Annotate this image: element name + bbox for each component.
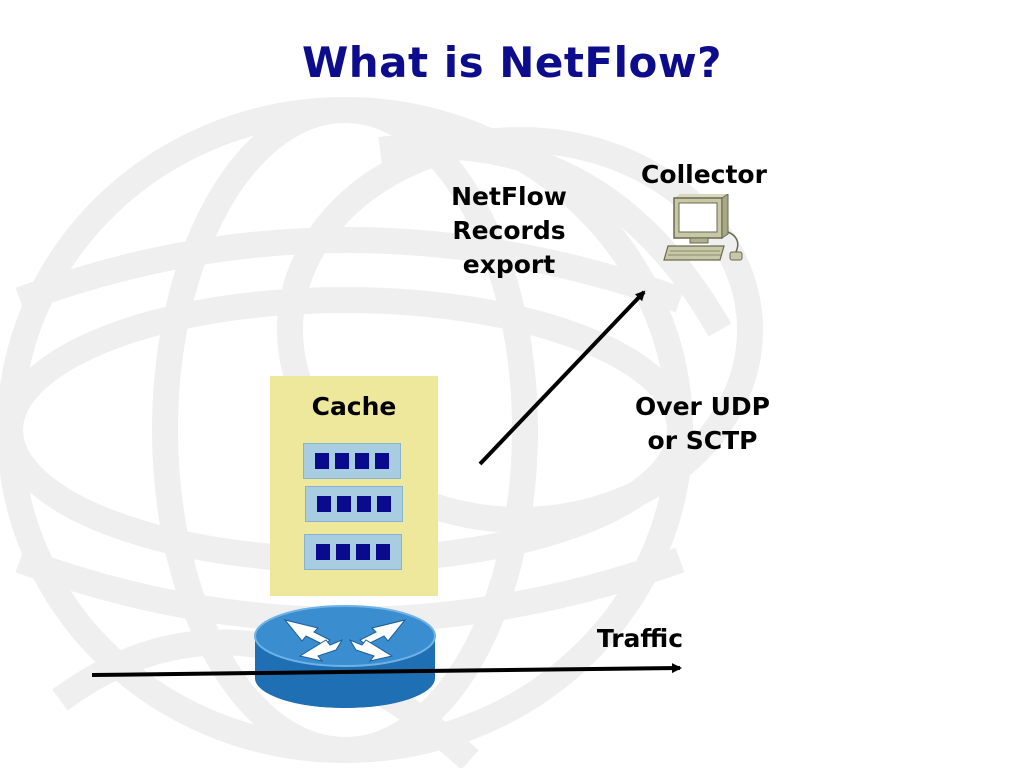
export-label-line: export [462, 250, 556, 279]
export-label-line: Records [452, 216, 566, 245]
cache-cell [356, 544, 370, 560]
collector-computer-icon [663, 194, 743, 261]
page-title: What is NetFlow? [301, 38, 723, 87]
cache-cell [315, 453, 329, 469]
cache-row [303, 443, 401, 479]
cache-title: Cache [311, 392, 397, 421]
cache-cell [337, 496, 351, 512]
transport-label-line: or SCTP [647, 426, 758, 455]
cache-box: Cache [270, 376, 438, 596]
export-label: NetFlow Records export [420, 180, 598, 282]
cache-cell [357, 496, 371, 512]
export-label-line: NetFlow [451, 182, 567, 211]
collector-label: Collector [641, 160, 767, 189]
router-icon [254, 605, 436, 708]
cache-cell [355, 453, 369, 469]
transport-label: Over UDP or SCTP [600, 390, 805, 458]
transport-label-line: Over UDP [635, 392, 770, 421]
cache-cell [377, 496, 391, 512]
traffic-arrow [91, 663, 682, 677]
cache-cell [317, 496, 331, 512]
cache-cell [335, 453, 349, 469]
cache-row [305, 486, 403, 522]
cache-cell [375, 453, 389, 469]
cache-cell [336, 544, 350, 560]
cache-cell [376, 544, 390, 560]
traffic-label: Traffic [596, 624, 684, 653]
cache-row [304, 534, 402, 570]
cache-cell [316, 544, 330, 560]
export-arrow [478, 290, 646, 466]
